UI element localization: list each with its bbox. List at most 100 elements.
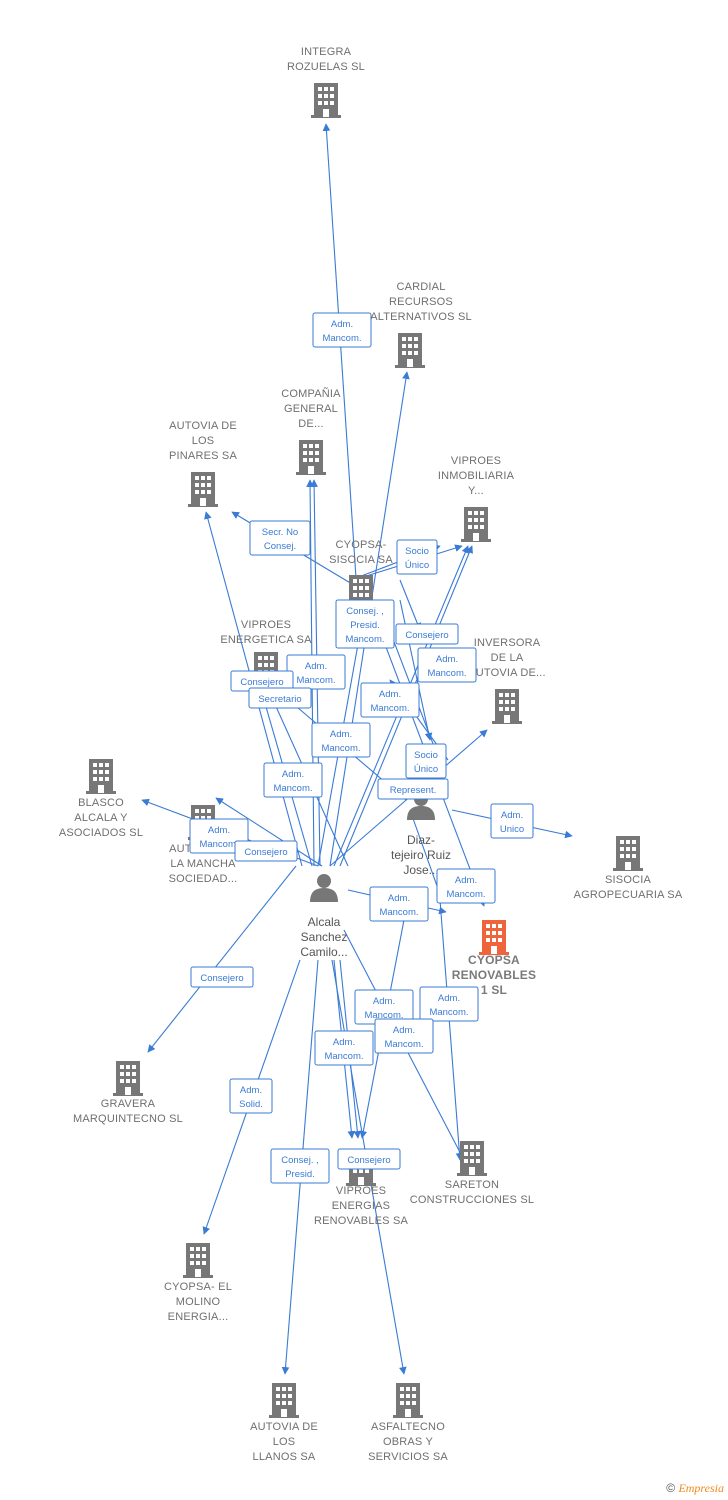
company-label: ALTERNATIVOS SL: [370, 311, 472, 323]
relation-text: Consejero: [347, 1155, 390, 1166]
relation-label-r6[interactable]: Adm.Mancom.: [417, 647, 477, 683]
relation-text: Adm.: [438, 993, 460, 1004]
company-node-viproes-inmob[interactable]: VIPROESINMOBILIARIAY...: [438, 455, 515, 542]
relation-label-r5[interactable]: Consejero: [395, 623, 459, 645]
relation-text: Presid.: [350, 620, 380, 631]
relation-label-r17[interactable]: Consejero: [234, 840, 298, 862]
relation-text: Adm.: [330, 729, 352, 740]
relation-label-r25[interactable]: Adm.Solid.: [229, 1078, 273, 1114]
relation-text: Consej. ,: [281, 1155, 319, 1166]
person-label: Diaz-: [407, 833, 435, 847]
relation-text: Consej. ,: [346, 606, 384, 617]
relation-box: [248, 687, 312, 709]
relation-text: Mancom.: [324, 1051, 363, 1062]
company-node-cyopsa-molino[interactable]: CYOPSA- ELMOLINOENERGIA...: [164, 1243, 232, 1323]
person-node-alcala[interactable]: AlcalaSanchezCamilo...: [300, 874, 348, 959]
company-node-cyopsa-sisocia[interactable]: CYOPSA-SISOCIA SA: [329, 539, 393, 610]
building-icon: [492, 689, 522, 724]
company-label: VIPROES: [451, 455, 501, 467]
relation-label-r21[interactable]: Adm.Mancom.: [354, 989, 414, 1025]
company-label: DE...: [298, 418, 323, 430]
relation-label-r4[interactable]: Consej. ,Presid.Mancom.: [335, 599, 395, 649]
relation-label-r10[interactable]: Adm.Mancom.: [360, 682, 420, 718]
relation-text: Mancom.: [321, 743, 360, 754]
relation-text: Adm.: [331, 319, 353, 330]
relation-label-r15[interactable]: Adm.Unico: [490, 803, 534, 839]
relation-box: [270, 1148, 330, 1184]
company-node-autovia-pinares[interactable]: AUTOVIA DE LOS PINARES SA: [169, 420, 237, 507]
relation-label-r9[interactable]: Secretario: [248, 687, 312, 709]
company-label: ASOCIADOS SL: [59, 827, 143, 839]
relation-edge: [215, 797, 323, 867]
relation-text: Adm.: [282, 769, 304, 780]
relation-text: Mancom.: [370, 703, 409, 714]
building-icon: [479, 920, 509, 955]
relation-text: Consejero: [244, 847, 287, 858]
brand-logo[interactable]: Empresia: [678, 1481, 724, 1495]
company-label: ALCALA Y: [74, 812, 128, 824]
company-label: CYOPSA: [468, 953, 520, 967]
relation-label-r26[interactable]: Consej. ,Presid.: [270, 1148, 330, 1184]
relation-text: Adm.: [373, 996, 395, 1007]
company-label: ENERGIAS: [332, 1200, 390, 1212]
relation-label-r12[interactable]: Adm.Mancom.: [263, 762, 323, 798]
building-icon: [183, 1243, 213, 1278]
relation-text: Mancom.: [379, 907, 418, 918]
relation-label-r16[interactable]: Adm.Mancom.: [189, 818, 249, 854]
company-label: AUTOVIA DE: [169, 420, 237, 432]
building-icon: [269, 1383, 299, 1418]
relation-label-r18[interactable]: Adm.Mancom.: [436, 868, 496, 904]
company-label: INMOBILIARIA: [438, 470, 515, 482]
relation-label-r1[interactable]: Adm.Mancom.: [312, 312, 372, 348]
relation-text: Consej.: [264, 541, 296, 552]
relation-box: [419, 986, 479, 1022]
relation-label-r22[interactable]: Adm. Mancom.: [419, 986, 479, 1022]
relation-label-r7[interactable]: Adm.Mancom.: [286, 654, 346, 690]
relation-text: Mancom.: [429, 1007, 468, 1018]
relation-box: [249, 520, 311, 556]
relation-text: Adm.: [208, 825, 230, 836]
company-label: MOLINO: [176, 1296, 221, 1308]
relation-box: [374, 1018, 434, 1054]
relation-label-r20[interactable]: Consejero: [190, 966, 254, 988]
relation-box: [229, 1078, 273, 1114]
relation-box: [190, 966, 254, 988]
relation-label-r24[interactable]: Adm.Mancom.: [314, 1030, 374, 1066]
relation-box: [337, 1148, 401, 1170]
company-label: SERVICIOS SA: [368, 1451, 448, 1463]
relation-box: [312, 312, 372, 348]
person-icon: [310, 874, 338, 902]
company-label: RENOVABLES SA: [314, 1215, 409, 1227]
relation-text: Adm.: [305, 661, 327, 672]
relation-box: [436, 868, 496, 904]
company-label: LOS: [192, 435, 215, 447]
company-node-compania[interactable]: COMPAÑIAGENERALDE...: [281, 387, 341, 475]
relation-label-r23[interactable]: Adm.Mancom.: [374, 1018, 434, 1054]
person-node-diaz[interactable]: Diaz-tejeiro RuizJose...: [391, 792, 451, 877]
relation-label-r19[interactable]: Adm.Mancom.: [369, 886, 429, 922]
relation-box: [360, 682, 420, 718]
company-label: OBRAS Y: [383, 1436, 434, 1448]
relation-label-r14[interactable]: Represent.: [377, 778, 449, 800]
relation-label-r11[interactable]: Adm. Mancom.: [311, 722, 371, 758]
relation-label-r27[interactable]: Consejero: [337, 1148, 401, 1170]
relation-box: [405, 743, 447, 779]
company-label: PINARES SA: [169, 450, 237, 462]
relation-box: [335, 599, 395, 649]
